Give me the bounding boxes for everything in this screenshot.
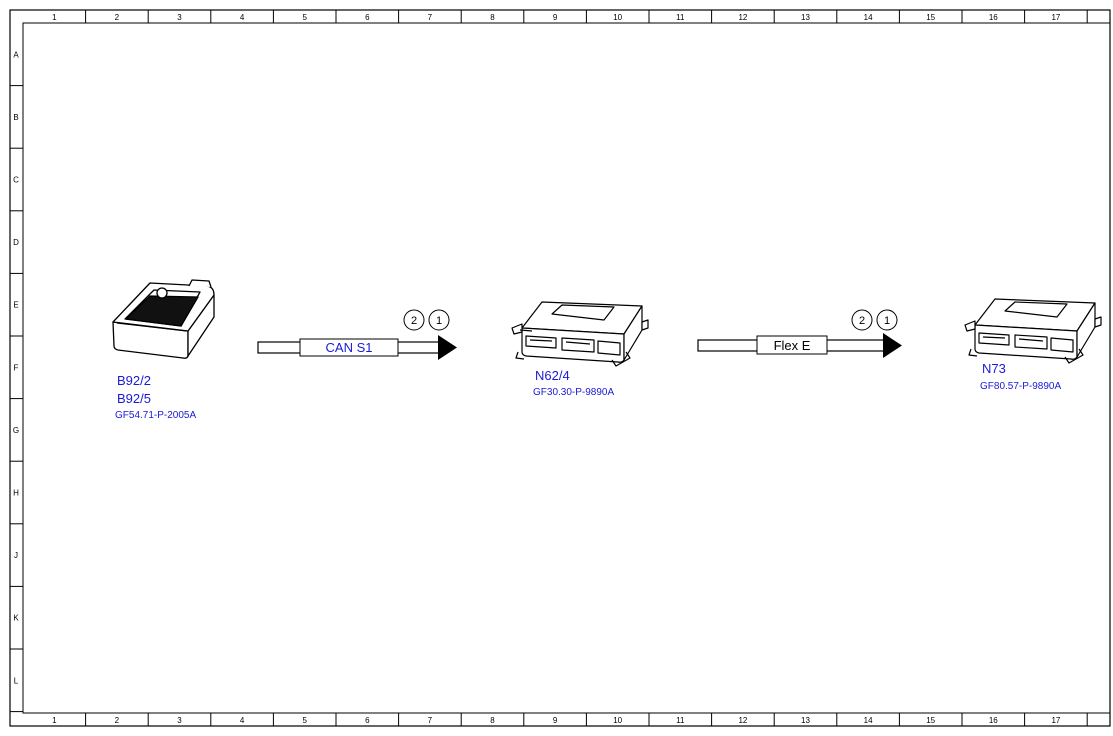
arrowhead-icon bbox=[883, 333, 902, 358]
connector-marker-circle bbox=[851, 309, 873, 331]
grid-column-label: 13 bbox=[801, 13, 810, 22]
connector-marker: 2 bbox=[411, 315, 417, 327]
grid-column-label: 9 bbox=[553, 716, 558, 725]
grid-row-label: D bbox=[13, 238, 19, 247]
arrowhead-icon bbox=[438, 335, 457, 360]
grid-column-label: 4 bbox=[240, 716, 245, 725]
control-unit-icon bbox=[964, 298, 1102, 364]
grid-column-label: 3 bbox=[177, 13, 182, 22]
grid-column-label: 6 bbox=[365, 13, 370, 22]
sensor-b92-component[interactable]: B92/2 B92/5 GF54.71-P-2005A bbox=[112, 279, 215, 421]
grid-column-label: 1 bbox=[52, 13, 57, 22]
grid-column-label: 15 bbox=[926, 716, 935, 725]
grid-column-label: 1 bbox=[52, 716, 57, 725]
grid-column-label: 2 bbox=[115, 716, 120, 725]
can-bus-connection[interactable]: CAN S1 2 1 bbox=[257, 309, 457, 360]
grid-column-label: 9 bbox=[553, 13, 558, 22]
grid-column-label: 7 bbox=[428, 716, 433, 725]
grid-column-label: 4 bbox=[240, 13, 245, 22]
grid-row-label: J bbox=[14, 551, 18, 560]
grid-column-label: 17 bbox=[1051, 13, 1060, 22]
component-label: B92/5 bbox=[117, 391, 151, 406]
grid-column-label: 5 bbox=[302, 13, 307, 22]
connector-marker-circle bbox=[876, 309, 898, 331]
control-unit-n73-component[interactable]: N73 GF80.57-P-9890A bbox=[964, 298, 1102, 392]
grid-column-label: 16 bbox=[989, 716, 998, 725]
grid-column-label: 10 bbox=[613, 716, 622, 725]
grid-column-label: 10 bbox=[613, 13, 622, 22]
grid-row-label: K bbox=[13, 614, 19, 623]
grid-column-label: 5 bbox=[302, 716, 307, 725]
grid-column-label: 11 bbox=[676, 13, 685, 22]
grid-column-label: 12 bbox=[738, 716, 747, 725]
grid-column-label: 8 bbox=[490, 716, 495, 725]
control-unit-icon bbox=[511, 301, 649, 367]
bus-label-box bbox=[756, 335, 828, 355]
sensor-icon bbox=[112, 279, 215, 359]
grid-row-label: C bbox=[13, 176, 19, 185]
grid-row-label: A bbox=[13, 50, 19, 59]
grid-row-label: G bbox=[13, 426, 19, 435]
bus-label: Flex E bbox=[774, 338, 811, 353]
component-ref: GF30.30-P-9890A bbox=[533, 387, 614, 398]
component-label: B92/2 bbox=[117, 373, 151, 388]
bus-label: CAN S1 bbox=[326, 340, 373, 355]
grid-column-label: 11 bbox=[676, 716, 685, 725]
connector-marker: 1 bbox=[436, 315, 442, 327]
grid-row-label: F bbox=[14, 363, 19, 372]
connector-marker-circle bbox=[428, 309, 450, 331]
grid-column-label: 16 bbox=[989, 13, 998, 22]
grid-column-label: 15 bbox=[926, 13, 935, 22]
component-label: N73 bbox=[982, 361, 1006, 376]
flexray-bus-connection[interactable]: Flex E 2 1 bbox=[697, 309, 902, 358]
grid-column-label: 3 bbox=[177, 716, 182, 725]
grid-column-label: 12 bbox=[738, 13, 747, 22]
connector-marker-circle bbox=[403, 309, 425, 331]
inner-frame bbox=[22, 22, 1111, 714]
grid-row-label: E bbox=[13, 301, 18, 310]
control-unit-n62-component[interactable]: N62/4 GF30.30-P-9890A bbox=[511, 301, 649, 398]
grid-column-label: 2 bbox=[115, 13, 120, 22]
grid-column-label: 17 bbox=[1051, 716, 1060, 725]
component-label: N62/4 bbox=[535, 368, 570, 383]
component-ref: GF80.57-P-9890A bbox=[980, 381, 1061, 392]
grid-column-label: 14 bbox=[864, 716, 873, 725]
grid-row-label: H bbox=[13, 489, 19, 498]
connector-marker: 1 bbox=[884, 315, 890, 327]
component-ref: GF54.71-P-2005A bbox=[115, 410, 196, 421]
grid-row-label: B bbox=[13, 113, 18, 122]
grid-column-label: 14 bbox=[864, 13, 873, 22]
grid-column-label: 8 bbox=[490, 13, 495, 22]
connector-marker: 2 bbox=[859, 315, 865, 327]
grid-row-label: L bbox=[14, 676, 19, 685]
bus-label-box bbox=[299, 338, 399, 357]
grid-column-label: 6 bbox=[365, 716, 370, 725]
grid-column-label: 13 bbox=[801, 716, 810, 725]
row-labels-left: A B C D E F G H J K L bbox=[10, 50, 23, 713]
grid-column-label: 7 bbox=[428, 13, 433, 22]
